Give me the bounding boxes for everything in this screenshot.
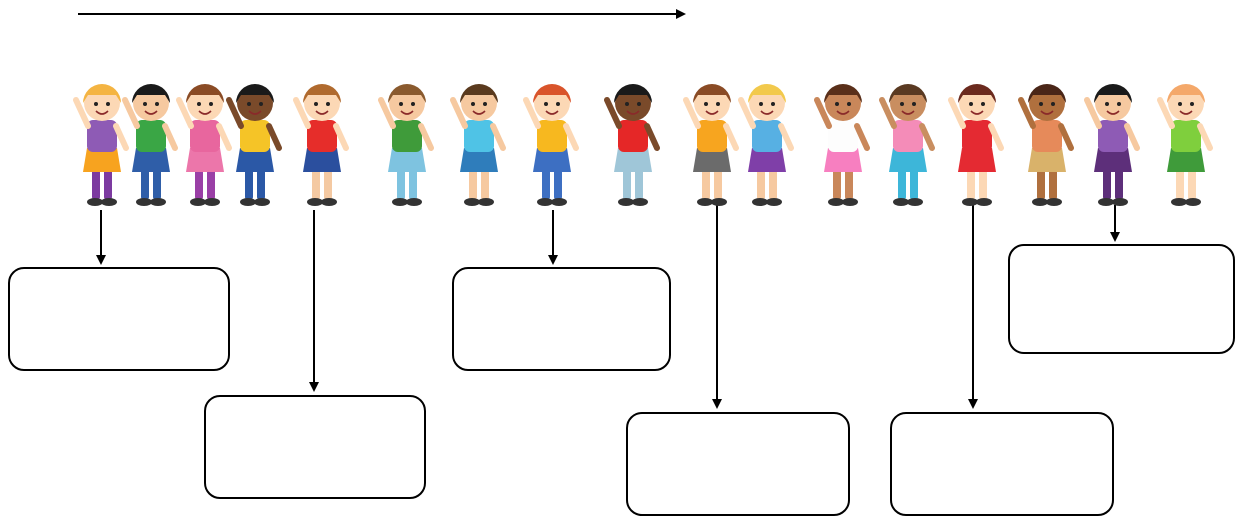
girl-pink-dress-pigtails xyxy=(176,84,232,206)
children-lineup xyxy=(73,84,1213,206)
boy-yellow-shirt-books xyxy=(226,84,282,206)
girl-purple-shirt-teddy xyxy=(1084,84,1140,206)
label-box-1[interactable] xyxy=(8,267,230,371)
boy-yellow-shirt-running xyxy=(523,84,579,206)
label-box-3[interactable] xyxy=(452,267,671,371)
boy-green-shirt-glasses xyxy=(122,84,178,206)
label-box-4[interactable] xyxy=(626,412,850,516)
girl-orange-dress-glasses xyxy=(73,84,129,206)
boy-green-shirt-waving xyxy=(378,84,434,206)
label-box-2[interactable] xyxy=(204,395,426,499)
label-box-5[interactable] xyxy=(890,412,1114,516)
girl-hula-skirt-flower xyxy=(1018,84,1074,206)
boy-red-shirt-thumbs-up xyxy=(293,84,349,206)
girl-red-dress-long-hair xyxy=(948,84,1004,206)
girl-green-dress-ball xyxy=(1157,84,1213,206)
girl-blonde-purple-skirt xyxy=(738,84,794,206)
girl-pink-shirt-pigtails xyxy=(879,84,935,206)
boy-orange-shirt-waving xyxy=(683,84,739,206)
girl-pink-tutu xyxy=(814,84,870,206)
label-box-6[interactable] xyxy=(1008,244,1235,354)
boy-red-shirt-jeans xyxy=(604,84,660,206)
boy-blue-shirt xyxy=(450,84,506,206)
